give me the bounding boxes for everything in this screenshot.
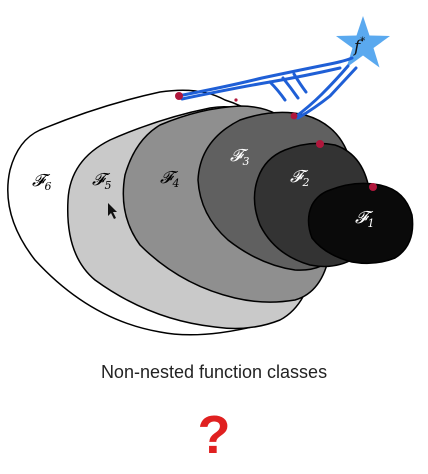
marker-f3 <box>290 112 298 120</box>
question-mark: ? <box>197 405 231 465</box>
marker-f2 <box>316 140 324 148</box>
target-star-label: f* <box>352 36 365 57</box>
annotation-strokes <box>176 56 358 120</box>
diagram-caption: Non-nested function classes <box>100 362 328 382</box>
target-star-icon <box>336 16 390 68</box>
marker-f6 <box>175 92 183 100</box>
mouse-cursor-icon <box>108 203 117 219</box>
marker-f5 <box>234 98 238 102</box>
class-f1-region <box>307 182 414 265</box>
annotation-line-to-f6 <box>176 56 354 98</box>
annotation-line-to-f3-b <box>296 66 358 120</box>
annotation-sim-mark <box>268 72 308 102</box>
marker-f1 <box>369 183 377 191</box>
annotation-line-to-f6-b <box>180 66 342 101</box>
annotation-line-to-f3 <box>292 64 350 120</box>
closest-point-markers <box>175 92 377 191</box>
